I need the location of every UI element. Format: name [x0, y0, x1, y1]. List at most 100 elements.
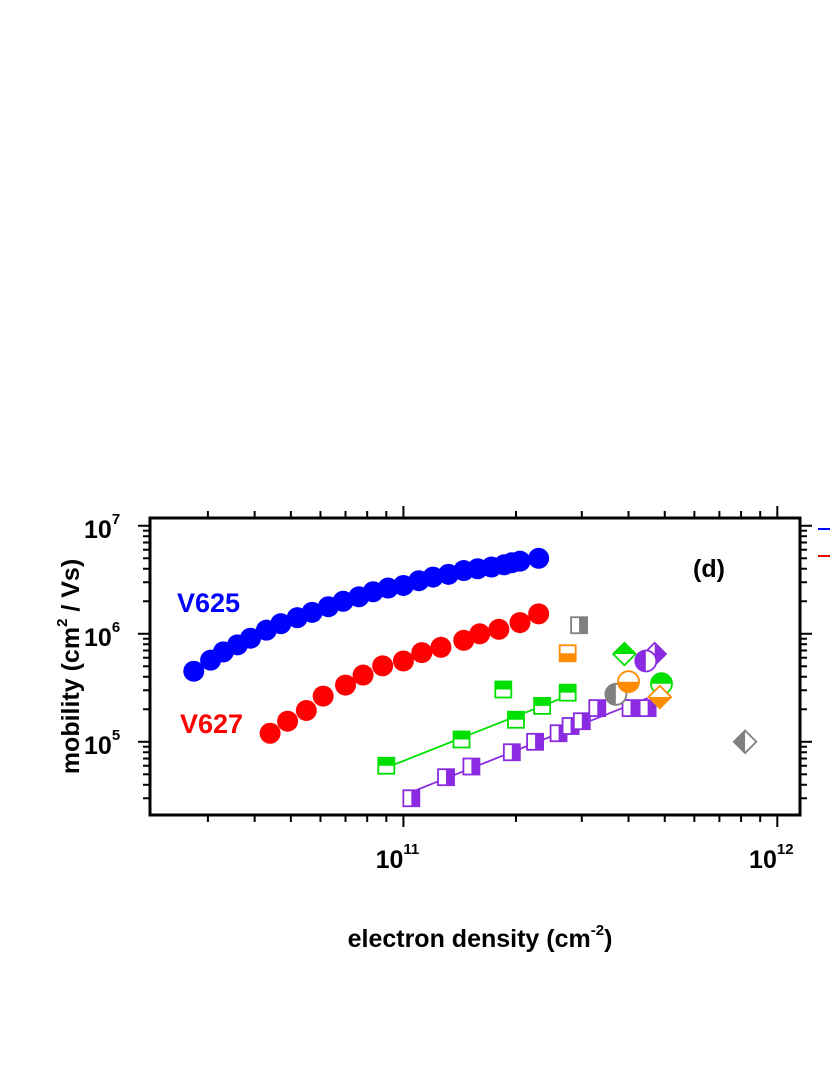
series-1	[259, 603, 550, 744]
marker-fill	[488, 618, 510, 640]
marker-half	[535, 733, 544, 750]
marker-half	[453, 731, 470, 740]
marker-outline	[402, 789, 421, 808]
square-marker	[588, 699, 607, 718]
y-tick-label-base: 10	[84, 732, 112, 760]
circle-marker	[277, 710, 299, 732]
marker-half	[559, 653, 576, 662]
y-axis-title: mobility (cm2 / Vs)	[54, 559, 85, 774]
marker-fill	[372, 655, 394, 677]
marker-half	[654, 642, 666, 666]
diamond-marker	[647, 684, 673, 710]
marker-outline	[494, 680, 513, 699]
square-marker	[638, 699, 657, 718]
marker-half	[471, 758, 480, 775]
series-2	[377, 683, 577, 775]
marker-outline	[462, 757, 481, 776]
diamond-marker	[611, 641, 637, 667]
circle-marker	[528, 547, 550, 569]
panel-label: (d)	[693, 555, 725, 583]
y-tick-label-exp: 7	[112, 511, 120, 528]
square-marker	[437, 768, 455, 787]
circle-marker	[259, 722, 281, 744]
marker-half	[495, 681, 512, 690]
marker-outline	[502, 743, 521, 762]
marker-outline	[621, 699, 640, 718]
circle-marker	[411, 642, 433, 664]
marker-half	[559, 684, 576, 693]
y-tick-label-base: 10	[84, 624, 112, 652]
marker-half	[618, 681, 640, 693]
circle-marker	[422, 566, 444, 588]
circle-marker	[312, 685, 334, 707]
square-marker	[570, 616, 588, 635]
marker-fill	[259, 722, 281, 744]
circle-marker	[509, 550, 531, 572]
circle-marker	[392, 650, 414, 672]
marker-outline	[558, 644, 577, 663]
y-axis-title-part: 2	[54, 619, 71, 627]
x-axis-title-part: -2	[591, 922, 604, 939]
marker-half	[630, 700, 639, 717]
x-tick-label: 1011	[376, 841, 420, 874]
marker-fill	[509, 550, 531, 572]
marker-fill	[430, 636, 452, 658]
marker-half	[650, 673, 672, 684]
circle-marker	[240, 627, 262, 649]
marker-fill	[312, 685, 334, 707]
marker-half	[378, 757, 395, 766]
circle-marker	[372, 655, 394, 677]
marker-half	[605, 683, 616, 705]
square-marker	[558, 644, 577, 663]
marker-outline	[572, 712, 591, 731]
marker-outline	[634, 649, 658, 673]
series-label: V625	[177, 588, 240, 618]
circle-marker	[453, 629, 475, 651]
x-tick-label-exp: 11	[403, 841, 419, 858]
circle-marker	[301, 601, 323, 623]
marker-half	[507, 711, 524, 720]
marker-fill	[183, 660, 205, 682]
marker-half	[597, 700, 606, 717]
x-axis-title: electron density (cm-2)	[348, 922, 613, 953]
diamond-marker	[732, 729, 758, 755]
square-marker	[452, 730, 471, 749]
y-tick-label: 107	[84, 511, 120, 544]
x-tick-label-base: 10	[376, 846, 404, 874]
square-marker	[572, 712, 591, 731]
y-tick-label: 106	[84, 619, 120, 652]
marker-outline	[732, 729, 758, 755]
x-tick-label-exp: 12	[777, 841, 794, 858]
circle-marker	[295, 699, 317, 721]
marker-half	[581, 713, 590, 730]
marker-fill	[334, 674, 356, 696]
circle-marker	[270, 613, 292, 635]
marker-fill	[453, 629, 475, 651]
circle-marker	[634, 649, 658, 673]
x-tick-label: 1012	[749, 841, 794, 874]
square-marker	[533, 696, 552, 715]
marker-outline	[533, 696, 552, 715]
circle-marker	[469, 623, 491, 645]
marker-outline	[437, 768, 455, 787]
circle-marker	[617, 670, 640, 694]
marker-fill	[509, 612, 531, 634]
circle-marker	[430, 636, 452, 658]
marker-outline	[588, 699, 607, 718]
square-marker	[502, 743, 521, 762]
marker-fill	[295, 699, 317, 721]
marker-fill	[240, 627, 262, 649]
marker-fill	[411, 642, 433, 664]
marker-half	[635, 650, 646, 672]
x-tick-label-base: 10	[749, 846, 777, 874]
marker-fill	[422, 566, 444, 588]
series-0	[183, 547, 550, 682]
marker-outline	[647, 684, 673, 710]
y-axis-title-part: / Vs)	[57, 559, 85, 619]
marker-half	[647, 700, 656, 717]
x-axis-title-part: electron density (cm	[348, 925, 591, 953]
marker-half	[534, 697, 551, 706]
marker-fill	[392, 650, 414, 672]
square-marker	[621, 699, 640, 718]
y-tick-label-exp: 6	[112, 619, 120, 636]
